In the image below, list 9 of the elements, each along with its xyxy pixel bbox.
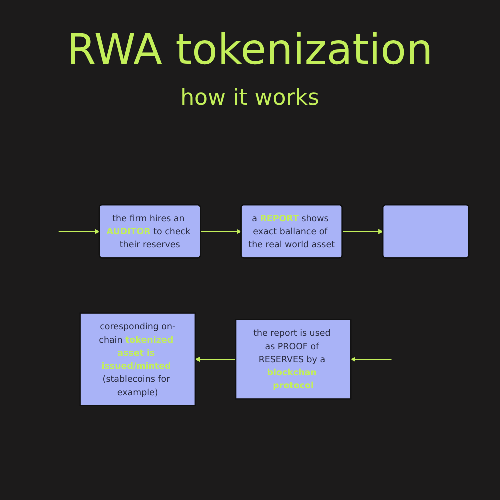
arrow xyxy=(58,230,100,235)
arrow xyxy=(195,357,236,362)
subtitle: how it works xyxy=(180,86,320,112)
title: RWA tokenization xyxy=(66,26,434,74)
node-box: the report is used as PROOF of RESERVES by a blockchan protocol xyxy=(235,320,352,400)
arrow xyxy=(342,230,384,235)
arrow xyxy=(350,357,392,362)
node-box: coresponding on-chain tokenized asset is issued/minted (stablecoins for example) xyxy=(80,313,196,407)
arrow xyxy=(200,230,242,235)
